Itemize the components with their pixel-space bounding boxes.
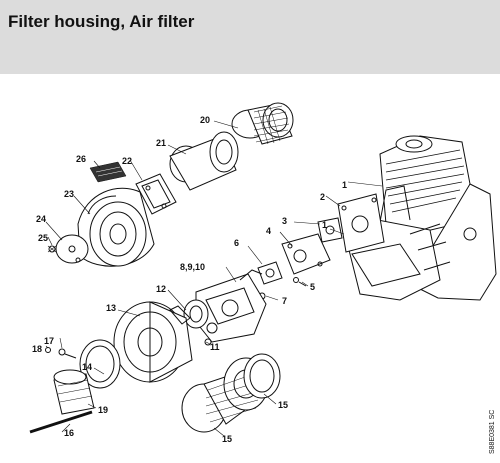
label-15-right: 15 (278, 400, 288, 410)
label-21: 21 (156, 138, 166, 148)
bolt-part-17 (58, 348, 77, 359)
filter-cover-part-23 (77, 187, 155, 267)
gasket-ring-part-15 (243, 353, 281, 399)
label-23: 23 (64, 189, 74, 199)
label-7: 7 (282, 296, 287, 306)
filter-base-part-13 (113, 301, 193, 383)
label-19: 19 (98, 405, 108, 415)
label-4: 4 (266, 226, 271, 236)
label-1-top: 1 (342, 180, 347, 190)
label-16: 16 (64, 428, 74, 438)
label-2: 2 (320, 192, 325, 202)
drawing-code: S88E0381 SC (489, 410, 496, 454)
nut-part-18 (45, 347, 51, 353)
label-13: 13 (106, 303, 116, 313)
filter-sleeve-part-21 (169, 131, 239, 191)
screw-part-25 (47, 245, 57, 253)
label-15-bottom: 15 (222, 434, 232, 444)
carb-flange-part-2 (337, 193, 385, 253)
label-22: 22 (122, 156, 132, 166)
label-24: 24 (36, 214, 46, 224)
filter-element-part-19 (53, 369, 95, 415)
header-bar: Filter housing, Air filter (0, 0, 500, 74)
gasket-part-6 (257, 261, 283, 285)
rod-part-16 (29, 410, 93, 434)
label-1-lower: 1 (322, 220, 327, 230)
filter-element-part-20 (231, 102, 294, 145)
label-26: 26 (76, 154, 86, 164)
label-25: 25 (38, 233, 48, 243)
spacer-part-3 (317, 217, 343, 243)
label-18: 18 (32, 344, 42, 354)
label-8-9-10: 8,9,10 (180, 262, 205, 272)
label-17: 17 (44, 336, 54, 346)
exploded-parts-diagram: 20 21 26 22 23 24 25 1 2 1 3 4 6 5 7 8,9… (0, 74, 500, 463)
label-3: 3 (282, 216, 287, 226)
label-5: 5 (310, 282, 315, 292)
label-12: 12 (156, 284, 166, 294)
label-part-26 (89, 161, 127, 183)
plate-part-24 (55, 234, 89, 264)
page-title: Filter housing, Air filter (8, 12, 195, 31)
label-6: 6 (234, 238, 239, 248)
label-20: 20 (200, 115, 210, 125)
label-14: 14 (82, 362, 92, 372)
gasket-ring-part-14 (79, 339, 121, 389)
screw-part-5 (293, 277, 307, 287)
label-11: 11 (210, 342, 220, 352)
gasket-part-12 (183, 299, 209, 329)
gasket-part-22 (135, 173, 177, 215)
manifold-part-4 (281, 233, 331, 275)
